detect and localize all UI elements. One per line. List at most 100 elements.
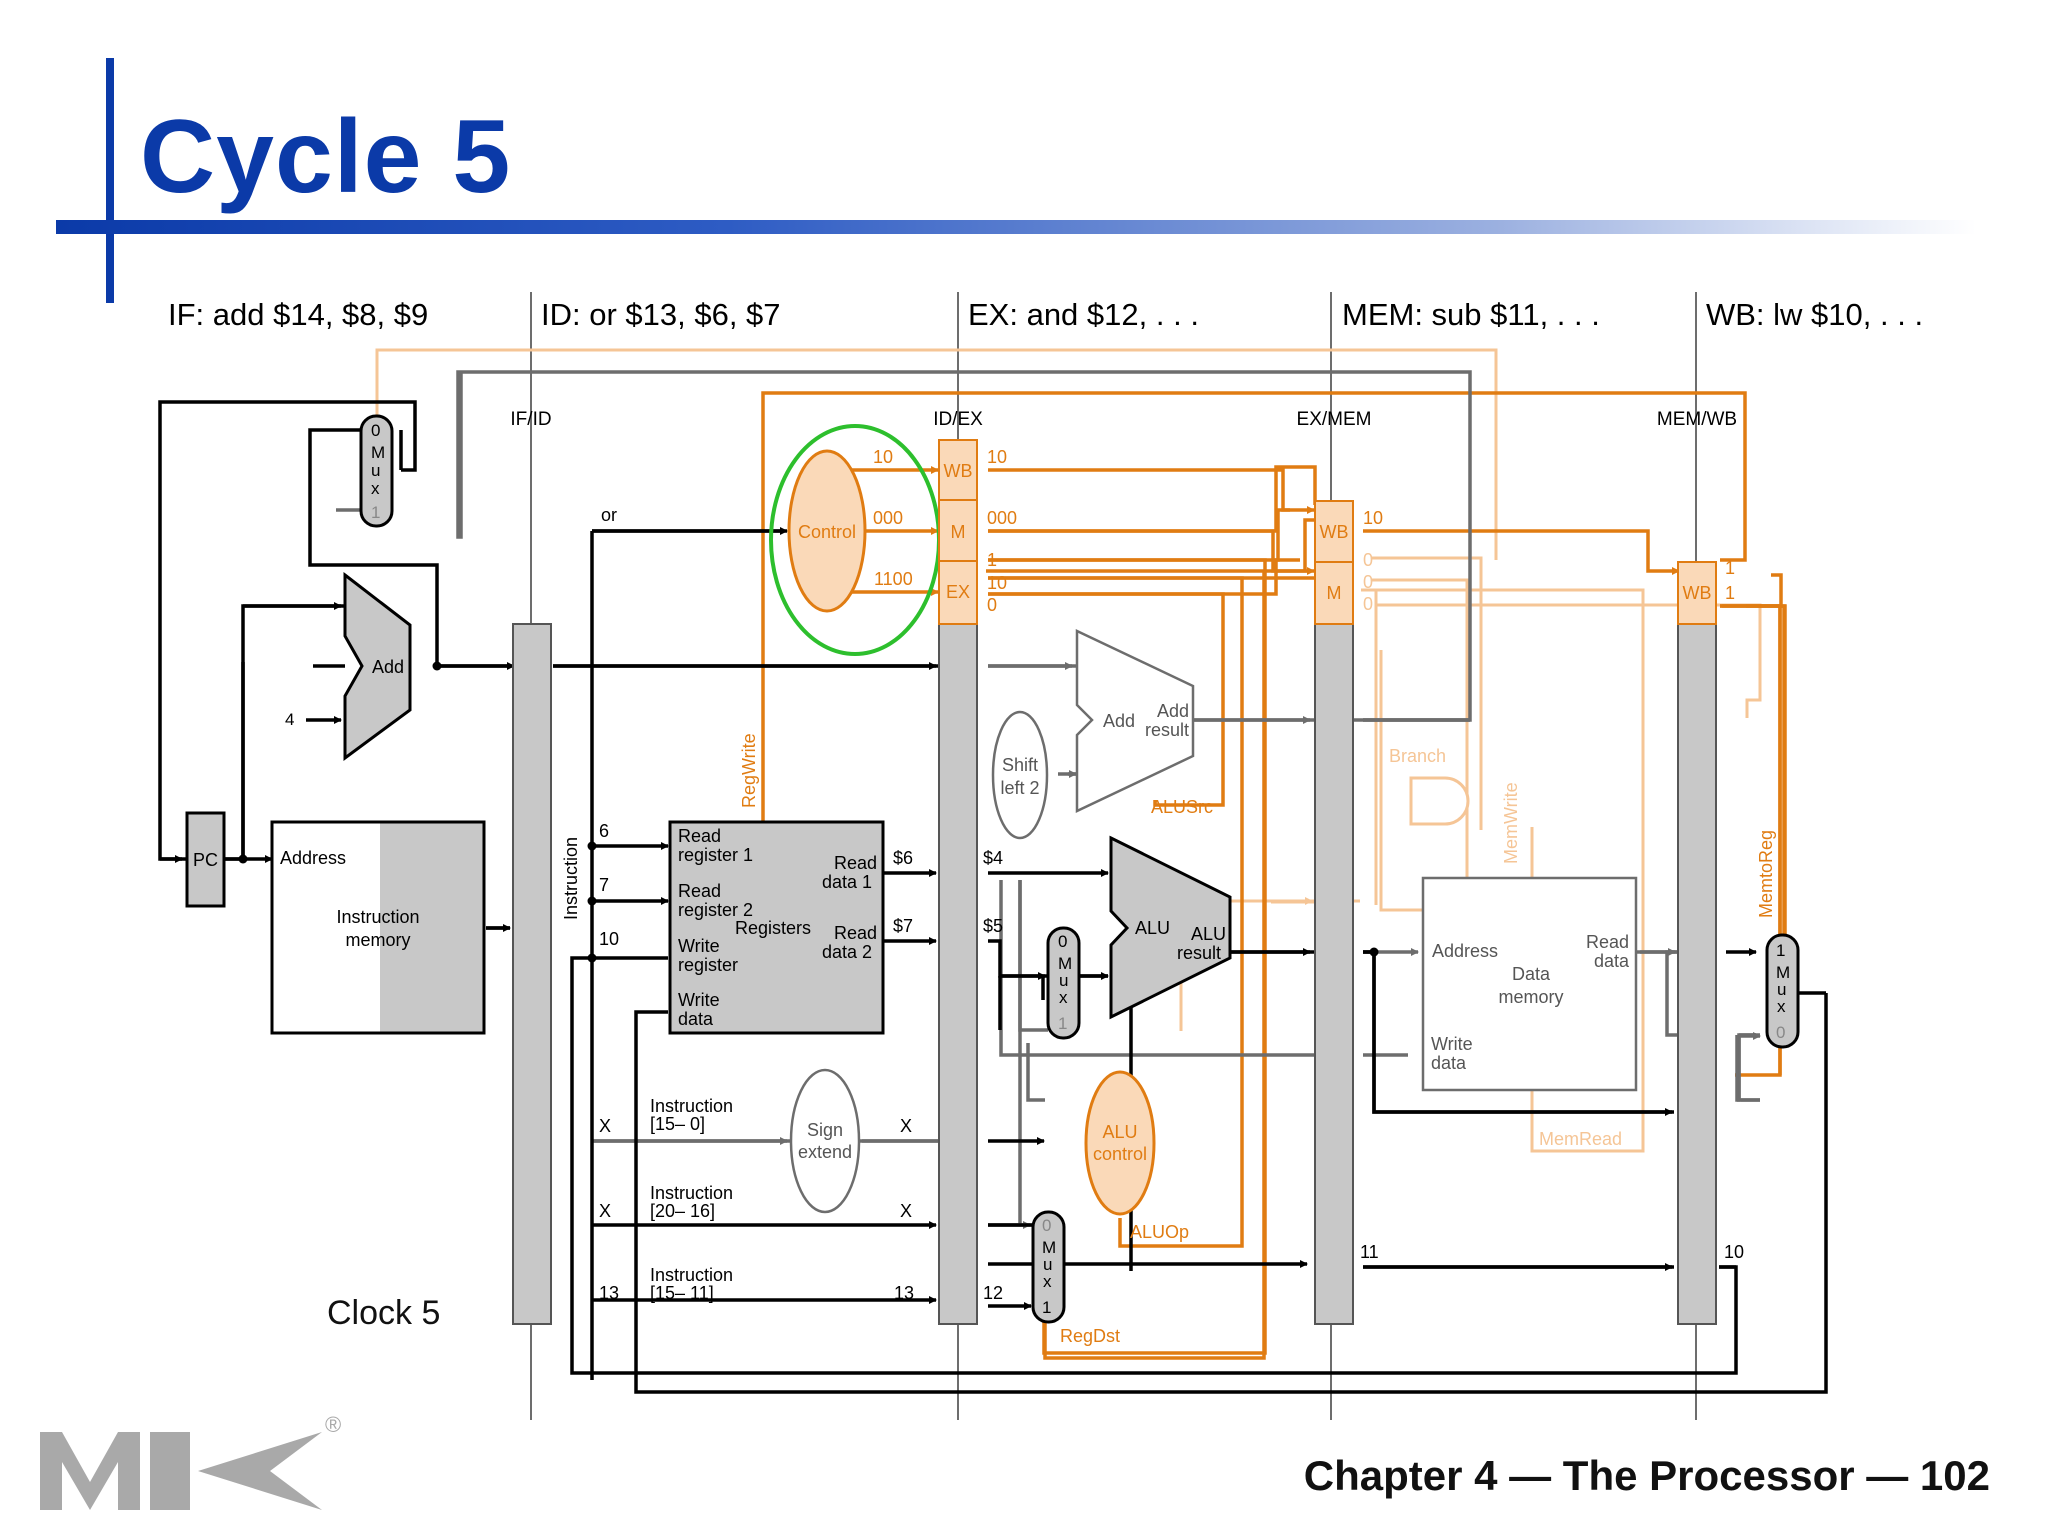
alu: [1109, 835, 1232, 1020]
read-data-1-b: data 1: [822, 872, 872, 892]
memtoreg-mux-u: u: [1777, 980, 1786, 999]
exmem-m-value-2: 0: [1363, 572, 1373, 592]
branch-label: Branch: [1389, 746, 1446, 766]
read-register-1-a: Read: [678, 826, 721, 846]
alu-control-a: ALU: [1102, 1122, 1137, 1142]
write-data-a: Write: [678, 990, 720, 1010]
regdst-mux-u: u: [1043, 1255, 1052, 1274]
read-register-2-a: Read: [678, 881, 721, 901]
constant-four: 4: [285, 710, 294, 729]
instr-15-0-a: Instruction: [650, 1096, 733, 1116]
clock-label: Clock 5: [327, 1294, 440, 1332]
title-accent-horizontal: [56, 220, 1976, 234]
ex-rd-value-12: 12: [983, 1283, 1003, 1303]
sign-extend-b: extend: [798, 1142, 852, 1162]
write-data-b: data: [678, 1009, 714, 1029]
dmem-write-b: data: [1431, 1053, 1467, 1073]
regwrite-label: RegWrite: [739, 733, 759, 808]
regdst-mux-x: x: [1043, 1272, 1052, 1291]
memwb-wb-text: WB: [1683, 583, 1712, 603]
ex-operand-a-value: $4: [983, 848, 1003, 868]
dmem-write-a: Write: [1431, 1034, 1473, 1054]
register-file: [668, 820, 885, 1035]
x-value-2: X: [900, 1116, 912, 1136]
shift-a: Shift: [1002, 755, 1038, 775]
memtoreg-mux-x: x: [1777, 997, 1786, 1016]
alu-result-b: result: [1177, 943, 1221, 963]
sign-extend-a: Sign: [807, 1120, 843, 1140]
memwb-register: [1677, 623, 1717, 1325]
dmem-read-b: data: [1594, 951, 1630, 971]
slide-title: Cycle 5: [140, 99, 512, 215]
idex-ex-field: [938, 560, 978, 625]
data-memory: [1421, 876, 1638, 1092]
pc-source-mux: [359, 414, 394, 528]
rt-value: 7: [599, 875, 609, 895]
memtoreg-label: MemtoReg: [1756, 830, 1776, 918]
memtoreg-mux-in0: 0: [1776, 1023, 1785, 1042]
exmem-m-value-1: 0: [1363, 550, 1373, 570]
instr-15-11-a: Instruction: [650, 1265, 733, 1285]
exmem-m-field: [1314, 561, 1354, 625]
dmem-name-b: memory: [1498, 987, 1563, 1007]
regdst-mux-in0: 0: [1042, 1216, 1051, 1235]
mem-rd-value-11: 11: [1360, 1242, 1379, 1262]
opcode-or-label: or: [601, 505, 617, 525]
wb-rd-value-10: 10: [1724, 1242, 1744, 1262]
idex-ex-value-2: 10: [987, 573, 1007, 593]
regdst-mux-in1: 1: [1042, 1298, 1051, 1317]
memwb-value-1: 1: [1725, 558, 1735, 578]
idex-register: [938, 623, 978, 1325]
instr-15-11-b: [15– 11]: [650, 1283, 714, 1303]
registered-mark: ®: [325, 1412, 341, 1437]
idex-label: ID/EX: [933, 409, 983, 430]
ifid-register: [512, 623, 552, 1325]
registers-name: Registers: [735, 918, 811, 938]
memwb-label: MEM/WB: [1657, 409, 1737, 430]
slide-footer: Chapter 4 — The Processor — 102: [1303, 1452, 1990, 1499]
mux-letter-m: M: [371, 443, 385, 462]
mux-input-0: 0: [371, 421, 380, 440]
rs-value: 6: [599, 821, 609, 841]
alu-control-unit: [1084, 1070, 1156, 1216]
add-result-b: result: [1145, 720, 1189, 740]
read-data-2-a: Read: [834, 923, 877, 943]
shift-left-2-unit: [991, 710, 1049, 840]
x-value-3: X: [599, 1201, 611, 1221]
branch-adder-label: Add: [1103, 711, 1135, 731]
idex-ex-text: EX: [946, 582, 970, 602]
alusrc-mux-in1: 1: [1058, 1014, 1067, 1033]
rd-value-13-b: 13: [894, 1283, 914, 1303]
control-label: Control: [798, 522, 856, 542]
dmem-address: Address: [1432, 941, 1498, 961]
alusrc-mux-in0: 0: [1058, 932, 1067, 951]
idex-m-text: M: [951, 522, 966, 542]
ctrl-m-value: 000: [873, 508, 903, 528]
exmem-register: [1314, 623, 1354, 1325]
idex-wb-text: WB: [944, 461, 973, 481]
pc-adder: [343, 571, 412, 761]
idex-ex-value-3: 0: [987, 595, 997, 615]
imem-name-line1: Instruction: [336, 907, 419, 927]
rd-value-13-a: 13: [599, 1283, 619, 1303]
title-accent-vertical: [106, 58, 114, 303]
read-data-2-value: $7: [893, 916, 913, 936]
dmem-read-a: Read: [1586, 932, 1629, 952]
ctrl-wb-value: 10: [873, 447, 893, 467]
imem-address-label: Address: [280, 848, 346, 868]
regdst-mux: [1031, 1210, 1066, 1324]
alusrc-mux-x: x: [1059, 988, 1068, 1007]
x-value-1: X: [599, 1116, 611, 1136]
mux-letter-x: x: [371, 479, 380, 498]
rd-write-value: 10: [599, 929, 619, 949]
aluop-label: ALUOp: [1130, 1222, 1189, 1242]
regdst-label: RegDst: [1060, 1326, 1120, 1346]
read-data-1-a: Read: [834, 853, 877, 873]
memtoreg-mux-m: M: [1776, 963, 1790, 982]
instruction-vertical-label: Instruction: [561, 837, 581, 920]
ctrl-ex-value: 1100: [874, 569, 913, 589]
idex-wb-field: [938, 439, 978, 501]
branch-adder: [1075, 629, 1195, 813]
alusrc-mux-m: M: [1058, 954, 1072, 973]
